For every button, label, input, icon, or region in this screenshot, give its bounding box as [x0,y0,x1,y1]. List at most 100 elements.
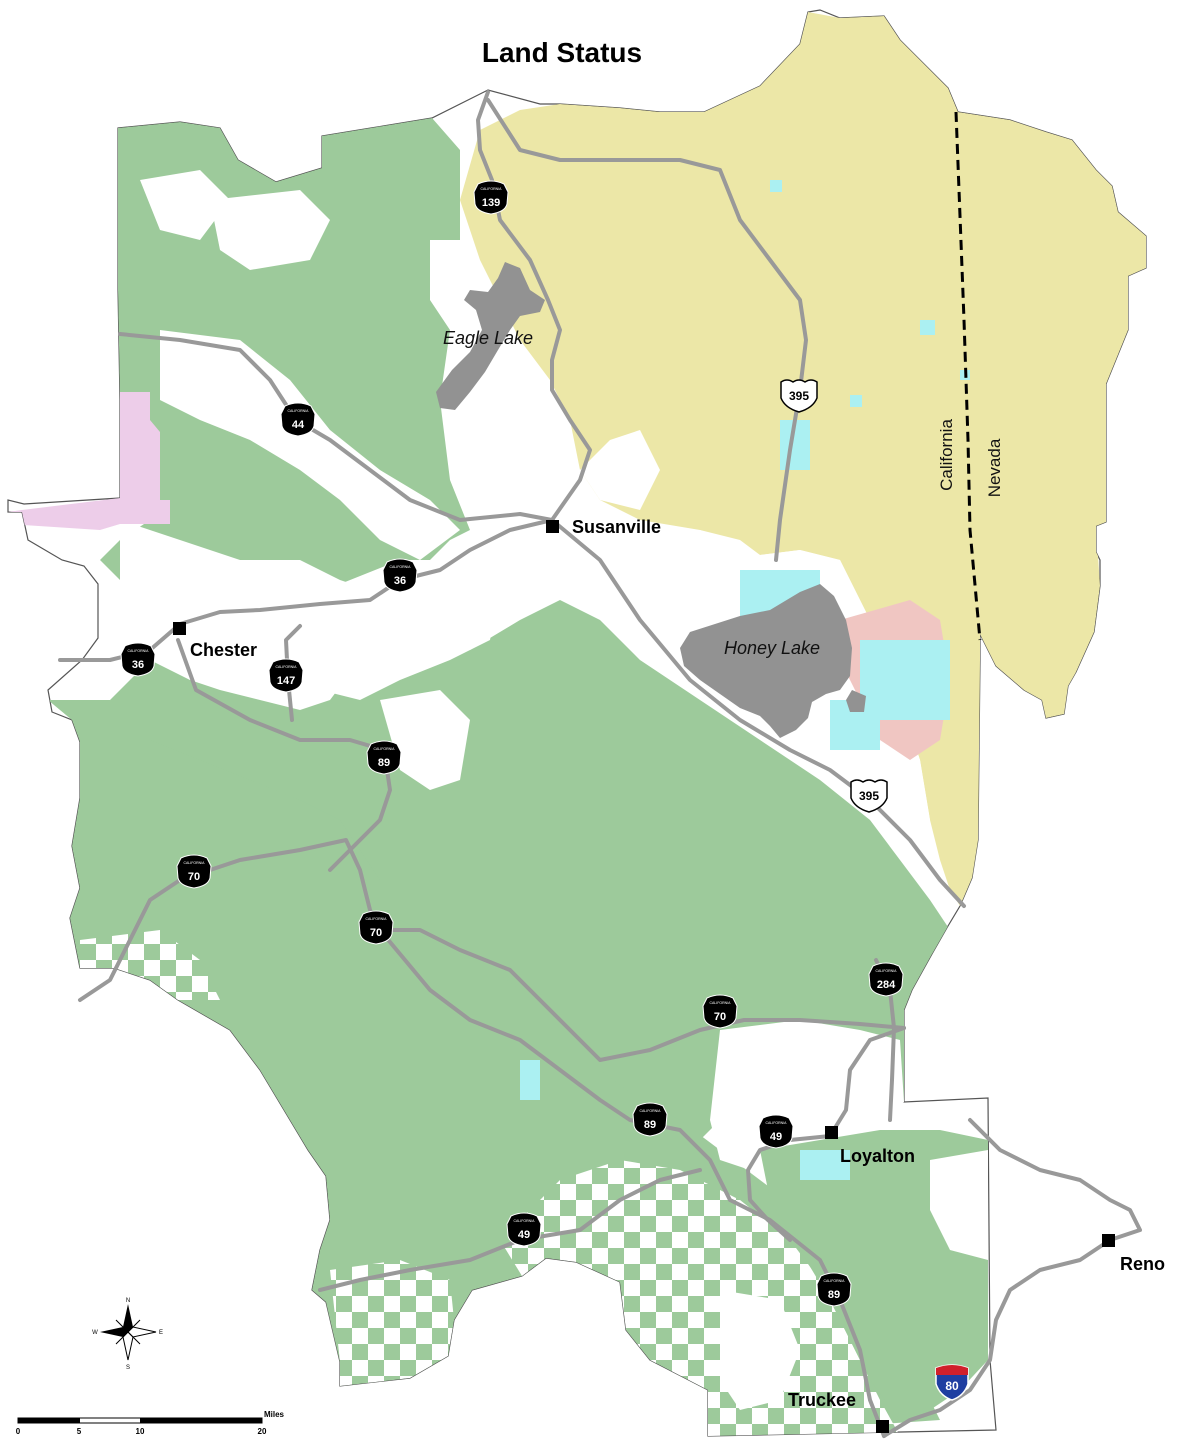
tribal-land-area [8,392,170,530]
shield-micro-label: CALIFORNIA [365,917,387,921]
route-number: 395 [859,789,879,803]
route-shield-44: CALIFORNIA 44 [280,402,316,437]
shield-micro-label: CALIFORNIA [709,1001,731,1005]
honey-lake-water [778,710,802,732]
city-marker-truckee [876,1420,889,1433]
route-shield-49: CALIFORNIA 49 [506,1212,542,1247]
shield-micro-label: CALIFORNIA [389,565,411,569]
eagle-lake-water [436,262,545,410]
shield-micro-label: CALIFORNIA [287,409,309,413]
route-number: 395 [789,389,809,403]
compass-label-s: S [126,1365,130,1371]
route-number: 147 [277,675,295,687]
checkerboard-land-area [80,930,220,1000]
highway-70-east [378,928,906,1062]
shield-micro-label: CALIFORNIA [373,747,395,751]
route-number: 36 [394,575,406,587]
state-land-area [920,320,935,335]
compass-label-n: N [126,1298,130,1304]
route-shield-70: CALIFORNIA 70 [358,910,394,945]
route-shield-49: CALIFORNIA 49 [758,1114,794,1149]
route-number: 80 [945,1379,959,1393]
route-number: 70 [188,871,200,883]
private-land-pocket [580,430,660,510]
lake-label-honey-lake: Honey Lake [724,638,820,658]
city-label-loyalton: Loyalton [840,1146,915,1166]
private-land-pocket [380,690,470,790]
private-land-pocket [210,190,330,270]
private-land-pocket [300,560,500,700]
shield-micro-label: CALIFORNIA [765,1121,787,1125]
highway-89-north [176,638,392,872]
route-shield-36: CALIFORNIA 36 [120,642,156,677]
route-number: 36 [132,659,144,671]
highway-139 [476,90,592,522]
shield-micro-label: CALIFORNIA [875,969,897,973]
compass-label-e: E [159,1330,163,1336]
route-shield-147: CALIFORNIA 147 [268,658,304,693]
map-title: Land Status [482,37,642,68]
route-shield-284: CALIFORNIA 284 [868,962,904,997]
private-land-pocket [720,1290,800,1410]
us-route-shield-395: 395 [850,779,888,813]
scale-tick: 5 [77,1427,82,1436]
compass-needle-north [123,1304,133,1332]
shield-micro-label: CALIFORNIA [513,1219,535,1223]
highway-44 [118,332,554,522]
land-ownership-layer [8,12,1146,1436]
route-number: 284 [877,979,896,991]
state-land-area [850,395,862,407]
shield-micro-label: CALIFORNIA [639,1109,661,1113]
compass-label-w: W [92,1330,98,1336]
city-marker-susanville [546,520,559,533]
route-number: 49 [518,1229,530,1241]
city-label-susanville: Susanville [572,517,661,537]
highway-395-north [486,98,808,562]
lake-label-eagle-lake: Eagle Lake [443,328,533,348]
city-label-truckee: Truckee [788,1390,856,1410]
interstate-shield-80: 80 [935,1364,969,1401]
route-number: 44 [292,419,305,431]
route-number: 89 [828,1289,840,1301]
compass-needle-west [100,1327,128,1337]
route-number: 70 [714,1011,726,1023]
scale-unit: Miles [264,1410,285,1419]
city-label-reno: Reno [1120,1254,1165,1274]
shield-micro-label: CALIFORNIA [480,187,502,191]
scale-tick: 0 [16,1427,21,1436]
checkerboard-land-area [330,1260,454,1386]
state-land-area [520,1060,540,1100]
city-marker-reno [1102,1234,1115,1247]
route-shield-139: CALIFORNIA 139 [473,180,509,215]
private-land-pocket [160,330,460,560]
honey-lake-water [680,584,852,738]
scale-tick: 20 [258,1427,267,1436]
route-number: 89 [644,1119,656,1131]
route-shield-70: CALIFORNIA 70 [176,854,212,889]
checkerboard-land-area [500,1160,900,1436]
state-line-dashed [954,111,982,641]
route-number: 49 [770,1131,782,1143]
route-shield-89: CALIFORNIA 89 [816,1272,852,1307]
state-land-area [770,180,782,192]
honey-lake-water [846,690,866,712]
route-number: 70 [370,927,382,939]
route-shield-89: CALIFORNIA 89 [366,740,402,775]
route-shield-36: CALIFORNIA 36 [382,558,418,593]
route-shield-89: CALIFORNIA 89 [632,1102,668,1137]
scale-bar: Miles 0 5 10 20 [16,1410,285,1436]
route-number: 89 [378,757,390,769]
shield-micro-label: CALIFORNIA [127,649,149,653]
city-marker-loyalton [825,1126,838,1139]
private-land-pocket [140,170,230,240]
scale-tick: 10 [136,1427,145,1436]
highway-70-west [78,838,382,1002]
us-route-shield-395: 395 [780,379,818,413]
shield-micro-label: CALIFORNIA [183,861,205,865]
private-land-pocket [710,1020,904,1170]
state-land-area [800,1150,850,1180]
private-land-pocket [930,1150,988,1260]
shield-micro-label: CALIFORNIA [823,1279,845,1283]
route-shield-70: CALIFORNIA 70 [702,994,738,1029]
